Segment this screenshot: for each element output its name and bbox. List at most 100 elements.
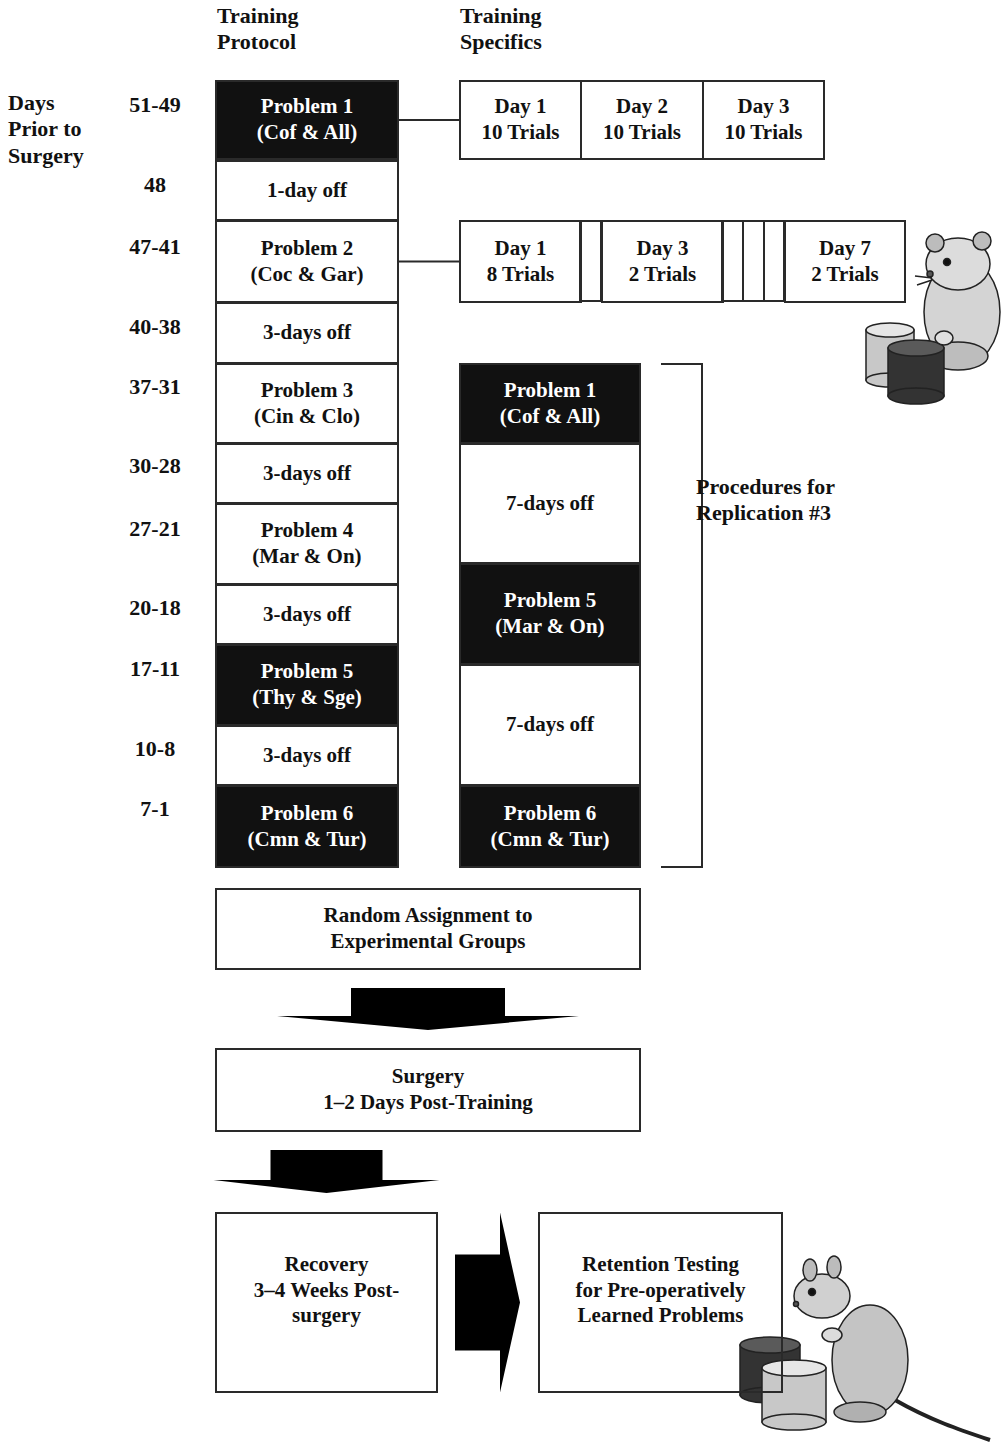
- gerbil-illustration-part: [794, 1302, 799, 1307]
- column-heading: Training Protocol: [217, 3, 327, 56]
- box-text: Problem 1 (Cof & All): [486, 378, 614, 429]
- process-box: Day 110 Trials: [459, 80, 582, 160]
- gerbil-illustration-part: [809, 1289, 816, 1296]
- day-range: 20-18: [105, 595, 205, 621]
- connector-line: [399, 261, 459, 263]
- process-box: 3-days off: [215, 584, 399, 645]
- problem-box: Problem 5 (Mar & On): [459, 563, 641, 665]
- day-range: 27-21: [105, 516, 205, 542]
- problem-box: Problem 1 (Cof & All): [459, 363, 641, 444]
- process-box: Day 72 Trials: [784, 220, 906, 303]
- gerbil-illustration-part: [762, 1360, 826, 1376]
- box-text: 3-days off: [263, 602, 351, 628]
- box-text: 7-days off: [506, 712, 594, 738]
- problem-box: Problem 5 (Thy & Sge): [215, 644, 399, 726]
- problem-box: Problem 1 (Cof & All): [215, 80, 399, 160]
- box-text: Problem 6 (Cmn & Tur): [243, 801, 371, 852]
- axis-title: Days Prior to Surgery: [8, 90, 96, 169]
- process-box: 7-days off: [459, 443, 641, 564]
- process-box: 7-days off: [459, 664, 641, 786]
- hamster-illustration-part: [926, 234, 944, 252]
- box-text: 3–4 Weeks Post-surgery: [252, 1278, 402, 1329]
- box-text: 2 Trials: [629, 262, 696, 288]
- box-text: Problem 2 (Coc & Gar): [243, 236, 371, 287]
- empty-table-cells-part: [580, 221, 601, 301]
- process-box: 3-days off: [215, 443, 399, 504]
- box-text: Surgery: [392, 1064, 464, 1090]
- column-heading: Training Specifics: [460, 3, 570, 56]
- box-text: Problem 5 (Thy & Sge): [243, 659, 371, 710]
- process-box: Recovery3–4 Weeks Post-surgery: [215, 1212, 438, 1393]
- box-text: Recovery: [285, 1252, 369, 1278]
- gerbil-illustration-part: [762, 1414, 826, 1430]
- day-range: 48: [105, 172, 205, 198]
- empty-table-cells-part: [722, 221, 743, 301]
- hamster-illustration-part: [888, 388, 944, 404]
- problem-box: Problem 6 (Cmn & Tur): [215, 785, 399, 868]
- connector-line: [399, 119, 459, 121]
- box-text: 10 Trials: [603, 120, 681, 146]
- gerbil-illustration-part: [827, 1256, 841, 1278]
- process-box: Day 310 Trials: [702, 80, 825, 160]
- box-text: Problem 6 (Cmn & Tur): [486, 801, 614, 852]
- day-range: 7-1: [105, 796, 205, 822]
- process-box: Day 210 Trials: [580, 80, 704, 160]
- process-box: Problem 3 (Cin & Clo): [215, 363, 399, 444]
- replication-bracket-part: [661, 364, 702, 867]
- day-range: 40-38: [105, 314, 205, 340]
- gerbil-illustration-part: [832, 1305, 908, 1415]
- gerbil-illustration-part: [803, 1259, 817, 1281]
- box-text: 1–2 Days Post-Training: [323, 1090, 533, 1116]
- empty-table-cells-part: [764, 221, 784, 301]
- gerbil-illustration-part: [895, 1400, 990, 1440]
- box-text: Day 1: [495, 94, 547, 120]
- day-range: 51-49: [105, 92, 205, 118]
- hamster-illustration-part: [973, 232, 991, 250]
- process-box: 1-day off: [215, 160, 399, 221]
- block-arrow: [277, 988, 579, 1030]
- box-text: Problem 1 (Cof & All): [243, 94, 371, 145]
- box-text: 3-days off: [263, 461, 351, 487]
- box-text: Problem 5 (Mar & On): [486, 588, 614, 639]
- day-range: 47-41: [105, 234, 205, 260]
- hamster-illustration-part: [927, 271, 933, 277]
- block-arrow: [214, 1150, 440, 1193]
- box-text: 1-day off: [267, 178, 347, 204]
- gerbil-illustration-part: [740, 1337, 800, 1353]
- hamster-illustration-part: [944, 259, 951, 266]
- box-text: 3-days off: [263, 743, 351, 769]
- empty-table-cells-part: [743, 221, 764, 301]
- box-text: Day 1: [495, 236, 547, 262]
- block-arrow: [455, 1213, 520, 1393]
- process-box: Retention Testing for Pre-operatively Le…: [538, 1212, 783, 1393]
- box-text: Retention Testing for Pre-operatively Le…: [571, 1252, 751, 1329]
- day-range: 10-8: [105, 736, 205, 762]
- day-range: 17-11: [105, 656, 205, 682]
- process-box: Problem 4 (Mar & On): [215, 503, 399, 585]
- box-text: Problem 3 (Cin & Clo): [243, 378, 371, 429]
- process-box: 3-days off: [215, 725, 399, 786]
- gerbil-illustration-part: [822, 1328, 842, 1342]
- process-box: Surgery1–2 Days Post-Training: [215, 1048, 641, 1132]
- box-text: Day 3: [637, 236, 689, 262]
- gerbil-illustration: [740, 1256, 990, 1440]
- box-text: Problem 4 (Mar & On): [243, 518, 371, 569]
- problem-box: Problem 6 (Cmn & Tur): [459, 785, 641, 868]
- bracket-label: Procedures for Replication #3: [696, 474, 871, 527]
- empty-table-cells: [580, 221, 784, 301]
- box-text: 8 Trials: [487, 262, 554, 288]
- day-range: 30-28: [105, 453, 205, 479]
- box-text: 2 Trials: [811, 262, 878, 288]
- box-text: Random Assignment to Experimental Groups: [283, 903, 573, 954]
- hamster-illustration-part: [915, 276, 932, 285]
- box-text: 7-days off: [506, 491, 594, 517]
- box-text: 10 Trials: [725, 120, 803, 146]
- hamster-illustration-part: [888, 340, 944, 356]
- day-range: 37-31: [105, 374, 205, 400]
- box-text: 3-days off: [263, 320, 351, 346]
- process-box: Day 18 Trials: [459, 220, 582, 303]
- process-box: Day 32 Trials: [601, 220, 724, 303]
- box-text: 10 Trials: [482, 120, 560, 146]
